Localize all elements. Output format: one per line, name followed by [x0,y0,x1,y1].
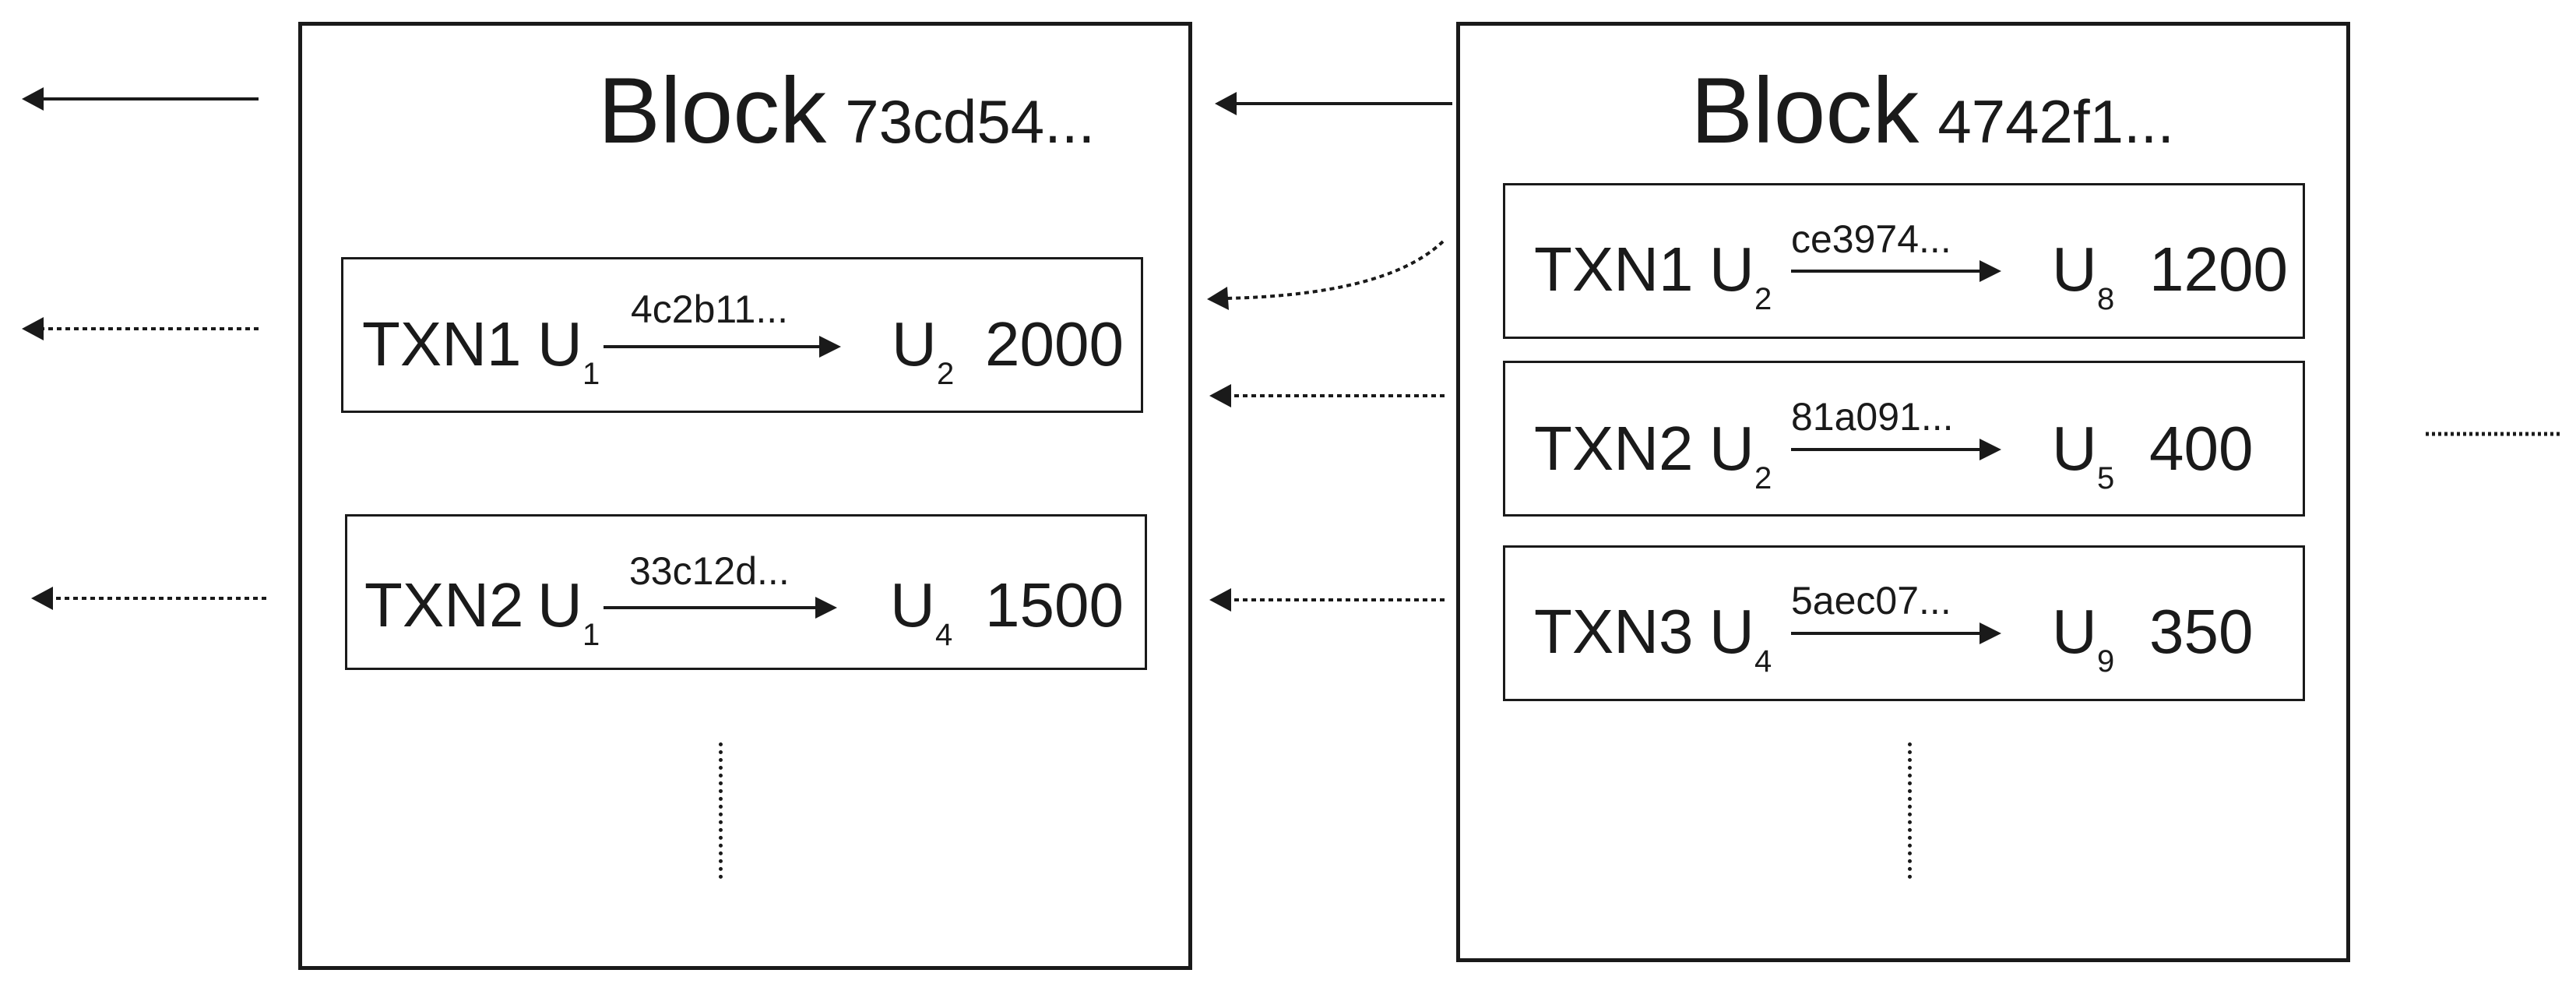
txn-sender: U [1709,597,1754,666]
txn-link-arrow [1209,384,1445,407]
txn-id: TXN2 [1534,414,1694,483]
txn-sender: U [1709,414,1754,483]
transaction [345,514,1147,670]
block-header: Block 73cd54... [302,57,1188,164]
block-hash: 73cd54... [845,87,1096,156]
txn-receiver: U [2052,414,2097,483]
txn-amount: 1500 [985,570,1124,640]
txn-id: TXN2 [364,570,524,640]
txn-edge-arrow [1791,622,2001,644]
txn-id: TXN1 [1534,235,1694,304]
txn-edge-arrow [604,597,837,619]
txn-receiver-subscript: 4 [935,618,953,652]
transaction [1503,361,2305,517]
txn-receiver: U [892,309,937,379]
txn-edge-hash: 5aec07... [1791,579,1951,622]
block-hash: 4742f1... [1937,87,2175,156]
txn-amount: 2000 [985,309,1124,379]
more-txns-dots [719,742,723,879]
prev-block-pointer-arrow [22,87,259,111]
txn-sender: U [1709,235,1754,304]
txn-receiver-subscript: 8 [2097,282,2115,316]
txn-amount: 350 [2149,597,2254,666]
txn-edge-arrow [1791,260,2001,282]
txn-link-curved-arrow [1207,240,1445,310]
transaction [1503,183,2305,339]
txn-receiver-subscript: 5 [2097,461,2115,495]
txn-receiver: U [2052,235,2097,304]
txn-id: TXN1 [362,309,522,379]
txn-amount: 1200 [2149,235,2288,304]
txn-receiver-subscript: 9 [2097,644,2115,679]
block-label: Block [1690,58,1920,163]
txn-edge-hash: 81a091... [1791,395,1954,439]
txn-edge-arrow [604,336,841,358]
txn-link-arrow [1209,588,1445,612]
txn-link-arrow [22,317,259,340]
block-pointer-arrow [1215,92,1452,115]
block-label: Block [597,58,827,163]
txn-receiver: U [890,570,935,640]
txn-sender-subscript: 2 [1754,282,1772,316]
txn-edge-arrow [1791,439,2001,460]
block: Block 73cd54... [298,22,1192,970]
txn-sender-subscript: 1 [582,618,600,652]
txn-sender-subscript: 4 [1754,644,1772,679]
txn-link-arrow [31,587,266,610]
txn-amount: 400 [2149,414,2254,483]
txn-sender: U [537,570,582,640]
txn-sender: U [537,309,582,379]
more-txns-dots [1908,742,1912,879]
txn-sender-subscript: 1 [582,357,600,391]
txn-receiver: U [2052,597,2097,666]
transaction [341,257,1143,413]
txn-id: TXN3 [1534,597,1694,666]
txn-edge-hash: ce3974... [1791,217,1951,261]
txn-sender-subscript: 2 [1754,461,1772,495]
txn-edge-hash: 33c12d... [629,549,790,593]
transaction [1503,545,2305,701]
txn-edge-hash: 4c2b11... [631,287,789,331]
txn-receiver-subscript: 2 [937,357,955,391]
